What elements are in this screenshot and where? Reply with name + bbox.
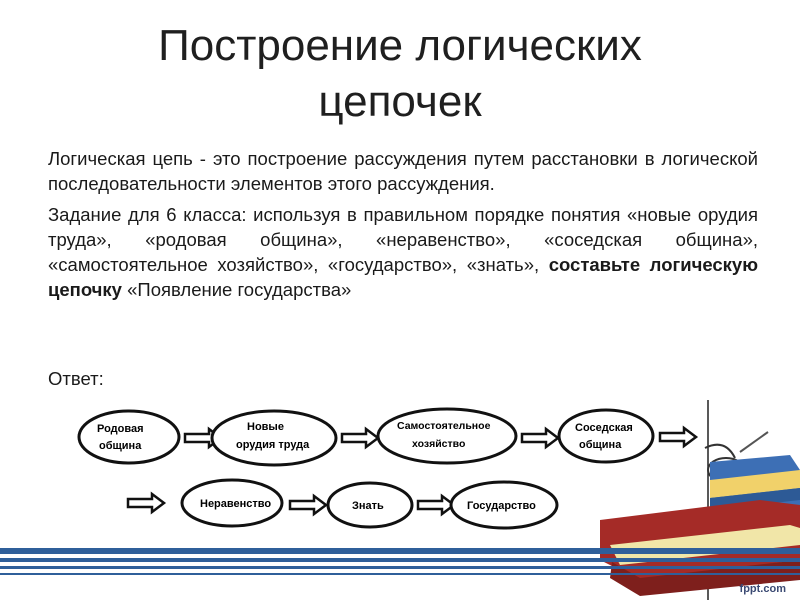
- task-prefix: Задание для 6 класса: используя в правил…: [48, 204, 758, 275]
- slide-body: Логическая цепь - это построение рассужд…: [48, 146, 758, 308]
- chain-arrow-2: [340, 427, 380, 449]
- node-4-line-2: община: [579, 439, 622, 451]
- chain-arrow-4: [658, 426, 698, 448]
- node-1-line-1: Родовая: [97, 423, 144, 435]
- definition-text: Логическая цепь - это построение рассужд…: [48, 148, 758, 194]
- chain-node-rodovaya: Родовая община: [77, 409, 181, 465]
- answer-label: Ответ:: [48, 368, 104, 389]
- stripe-4: [0, 573, 800, 575]
- title-line-1: Построение логических: [158, 21, 642, 70]
- chain-node-gosudarstvo: Государство: [449, 480, 559, 530]
- chain-node-neravenstvo: Неравенство: [180, 478, 284, 528]
- task-suffix: «Появление государства»: [121, 279, 352, 300]
- stripe-1: [0, 548, 800, 554]
- node-5-label: Неравенство: [200, 498, 271, 510]
- credit-text: fppt.com: [739, 583, 786, 595]
- node-2-line-1: Новые: [247, 421, 284, 433]
- node-3-line-1: Самостоятельное: [397, 420, 491, 432]
- chain-arrow-7: [416, 494, 456, 516]
- chain-node-novye: Новые орудия труда: [210, 409, 338, 467]
- chain-node-znat: Знать: [326, 481, 414, 529]
- stripe-3: [0, 566, 800, 569]
- task-bold: составьте логическую цепочку: [48, 254, 758, 300]
- chain-arrow-6: [288, 494, 328, 516]
- chain-node-samostoyatelnoe: Самостоятельное хозяйство: [376, 407, 518, 465]
- node-1-line-2: община: [99, 440, 142, 452]
- stripe-2: [0, 558, 800, 562]
- node-6-label: Знать: [352, 500, 384, 512]
- slide-title: Построение логических цепочек: [0, 18, 800, 130]
- chain-node-sosedskaya: Соседская община: [557, 408, 655, 464]
- task-text: Задание для 6 класса: используя в правил…: [48, 202, 758, 302]
- node-7-label: Государство: [467, 500, 536, 512]
- node-4-line-1: Соседская: [575, 422, 633, 434]
- chain-arrow-5: [126, 492, 166, 514]
- node-3-line-2: хозяйство: [412, 438, 465, 450]
- chain-arrow-3: [520, 427, 560, 449]
- node-2-line-2: орудия труда: [236, 439, 310, 451]
- title-line-2: цепочек: [318, 77, 482, 126]
